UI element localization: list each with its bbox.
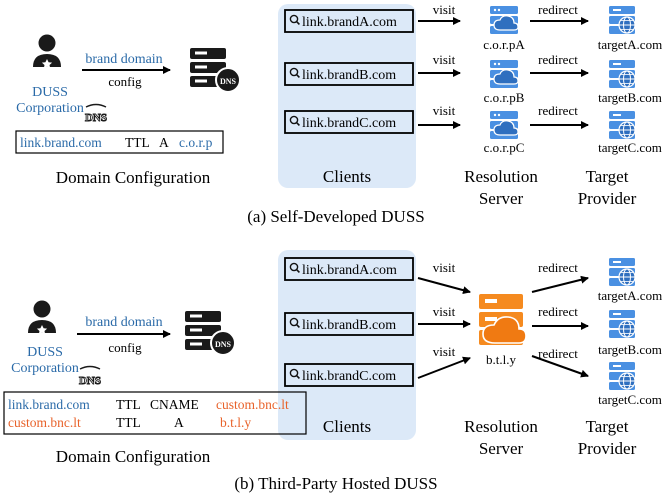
resolution-server-icon xyxy=(489,110,519,140)
dns-server-label: DNS xyxy=(215,340,232,349)
client-url: link.brandA.com xyxy=(302,15,397,30)
user-name-1: DUSS xyxy=(32,85,68,100)
target-provider-icon xyxy=(608,309,636,339)
client-box-b: link.brandB.com xyxy=(284,62,414,86)
clients-label: Clients xyxy=(323,417,371,436)
brand-domain-label: brand domain xyxy=(85,315,162,330)
visit-label: visit xyxy=(433,2,456,17)
record-type: A xyxy=(159,135,169,150)
visit-label: visit xyxy=(433,304,456,319)
dns-tag-label: DNS xyxy=(79,375,101,387)
server-name: b.t.l.y xyxy=(486,352,516,367)
user-name-1: DUSS xyxy=(27,345,63,360)
dns-server-label: DNS xyxy=(220,77,237,86)
user-name-2: Corporation xyxy=(16,101,84,116)
target-label-2: Provider xyxy=(578,439,637,458)
target-name: targetC.com xyxy=(598,140,662,155)
server-name: c.o.r.pB xyxy=(484,90,525,105)
visit-label: visit xyxy=(433,52,456,67)
resolution-server-icon xyxy=(478,293,527,346)
client-box-c: link.brandC.com xyxy=(284,110,414,134)
target-provider-icon xyxy=(608,59,636,89)
record-ttl: TTL xyxy=(125,135,150,150)
panel-third-party: DUSS Corporation brand domain config DNS… xyxy=(3,250,662,493)
panel-self-developed: DUSS Corporation brand domain config DNS… xyxy=(15,2,662,226)
server-name: c.o.r.pA xyxy=(483,37,525,52)
resolution-label-1: Resolution xyxy=(464,167,538,186)
clients-label: Clients xyxy=(323,167,371,186)
target-provider-icon xyxy=(608,361,636,391)
resolution-label-2: Server xyxy=(479,439,524,458)
dns-record-box xyxy=(15,130,224,154)
redirect-label: redirect xyxy=(538,304,578,319)
client-url: link.brandA.com xyxy=(302,263,397,278)
dns-record-box xyxy=(3,391,307,435)
redirect-arrow xyxy=(531,275,589,293)
dns-tag-icon xyxy=(79,365,101,370)
caption-b: (b) Third-Party Hosted DUSS xyxy=(234,474,437,493)
redirect-label: redirect xyxy=(538,2,578,17)
config-label: config xyxy=(108,340,142,355)
visit-label: visit xyxy=(433,260,456,275)
user-name-2: Corporation xyxy=(11,361,79,376)
record2-ttl: TTL xyxy=(116,415,141,430)
target-name: targetA.com xyxy=(598,288,662,303)
client-box-b: link.brandB.com xyxy=(284,312,414,336)
resolution-label-2: Server xyxy=(479,189,524,208)
record2-type: A xyxy=(174,415,184,430)
target-name: targetB.com xyxy=(598,342,662,357)
client-box-c: link.brandC.com xyxy=(284,363,414,387)
redirect-label: redirect xyxy=(538,103,578,118)
target-provider-icon xyxy=(608,5,636,35)
resolution-server-icon xyxy=(489,59,519,89)
config-label: config xyxy=(108,74,142,89)
record2-name: custom.bnc.lt xyxy=(8,415,81,430)
target-name: targetA.com xyxy=(598,37,662,52)
target-label-1: Target xyxy=(586,167,629,186)
record2-value: b.t.l.y xyxy=(220,415,251,430)
redirect-label: redirect xyxy=(538,346,578,361)
resolution-server-icon xyxy=(489,5,519,35)
target-label-1: Target xyxy=(586,417,629,436)
clients-panel xyxy=(278,4,416,188)
brand-domain-label: brand domain xyxy=(85,52,162,67)
resolution-label-1: Resolution xyxy=(464,417,538,436)
record-name: link.brand.com xyxy=(20,135,102,150)
client-url: link.brandB.com xyxy=(302,318,396,333)
user-icon xyxy=(33,34,61,69)
client-url: link.brandC.com xyxy=(302,116,396,131)
redirect-arrow xyxy=(531,355,589,378)
record1-name: link.brand.com xyxy=(8,397,90,412)
target-label-2: Provider xyxy=(578,189,637,208)
dns-tag-icon xyxy=(85,103,107,108)
server-name: c.o.r.pC xyxy=(484,140,525,155)
record-value: c.o.r.p xyxy=(179,135,213,150)
target-name: targetC.com xyxy=(598,392,662,407)
target-provider-icon xyxy=(608,110,636,140)
record1-type: CNAME xyxy=(150,397,199,412)
visit-arrow xyxy=(417,277,471,295)
record1-ttl: TTL xyxy=(116,397,141,412)
client-url: link.brandC.com xyxy=(302,369,396,384)
caption-a: (a) Self-Developed DUSS xyxy=(247,207,425,226)
target-name: targetB.com xyxy=(598,90,662,105)
user-icon xyxy=(28,300,56,335)
visit-label: visit xyxy=(433,344,456,359)
target-provider-icon xyxy=(608,257,636,287)
visit-label: visit xyxy=(433,103,456,118)
dns-tag-label: DNS xyxy=(85,112,107,124)
client-box-a: link.brandA.com xyxy=(284,9,414,33)
clients-panel xyxy=(278,250,416,440)
client-box-a: link.brandA.com xyxy=(284,257,414,281)
client-url: link.brandB.com xyxy=(302,68,396,83)
redirect-label: redirect xyxy=(538,52,578,67)
record1-value: custom.bnc.lt xyxy=(216,397,289,412)
visit-arrow xyxy=(417,356,471,379)
domain-configuration-label: Domain Configuration xyxy=(56,168,211,187)
redirect-label: redirect xyxy=(538,260,578,275)
domain-configuration-label: Domain Configuration xyxy=(56,447,211,466)
